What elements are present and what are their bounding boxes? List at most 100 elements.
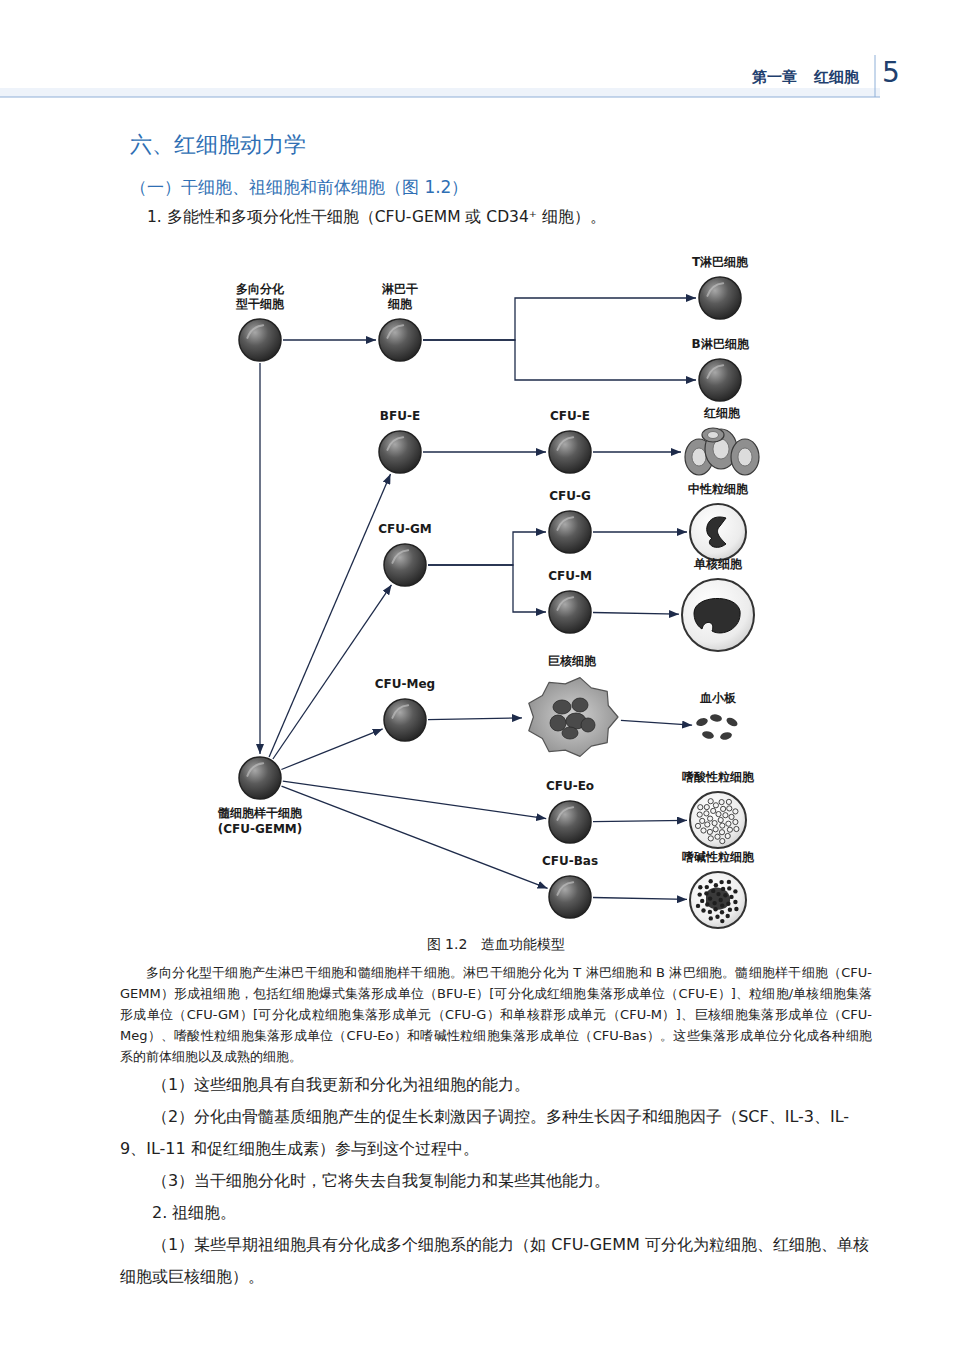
granule [720,903,724,907]
cell-label: 巨核细胞 [548,654,596,670]
granule [723,893,727,897]
cell-highlight [707,365,723,378]
granule [733,900,737,904]
megakaryocyte-lobe [581,718,595,732]
cell-illustration [698,358,742,402]
stem-cell-body [549,801,591,843]
cell-label: 多向分化型干细胞 [234,282,287,313]
monocyte-body [682,579,754,651]
cell-label: BFU-E [380,409,420,425]
cell-node: 红细胞 [683,427,761,477]
cell-label: 中性粒细胞 [688,482,748,498]
granule [698,805,703,810]
cell-node: 嗜酸性粒细胞 [689,791,747,849]
granule [715,834,720,839]
granule [733,819,738,824]
connector-arrow [593,531,687,532]
cell-highlight [387,325,403,338]
stem-cell-body [549,876,591,918]
cell-highlight [392,705,408,718]
figure-caption: 图 1.2 造血功能模型 [120,936,872,954]
cell-illustration [689,871,747,929]
cell-illustration [681,578,755,652]
cell-highlight [557,597,573,610]
granule [701,828,706,833]
body-paragraph: （1）某些早期祖细胞具有分化成多个细胞系的能力（如 CFU-GEMM 可分化为粒… [120,1229,872,1293]
cell-label: T淋巴细胞 [692,255,748,271]
basophil-nucleus [706,888,730,910]
granule [719,830,724,835]
basophil-body [690,872,746,928]
platelet [719,731,732,741]
cell-node: 血小板 [694,712,742,742]
granule [698,892,702,896]
header-rule [0,96,880,97]
cell-illustration [548,590,592,634]
body-paragraph: （3）当干细胞分化时，它将失去自我复制能力和某些其他能力。 [120,1165,872,1197]
granule [726,821,731,826]
red-cell-center [692,448,706,466]
megakaryocyte-body [529,678,618,757]
cell-highlight [387,437,403,450]
section-heading: 六、红细胞动力学 [130,130,306,160]
cell-highlight [247,325,263,338]
connector-arrow [423,340,696,380]
granule [701,908,705,912]
megakaryocyte-lobe [562,727,578,739]
cell-illustration [524,675,620,759]
granule [711,808,716,813]
megakaryocyte-lobe [550,715,566,731]
granule [705,822,710,827]
cell-illustration [683,427,761,477]
chapter-name: 红细胞 [814,68,859,87]
granule [715,915,719,919]
stem-cell-body [379,431,421,473]
granule [733,889,737,893]
granule [729,814,734,819]
cell-highlight [557,517,573,530]
connector-arrow [593,451,681,452]
cell-label: CFU-GM [378,522,432,538]
granule [696,904,700,908]
cell-label: 红细胞 [704,406,740,422]
stem-cell-body [384,544,426,586]
cell-label: CFU-M [548,569,592,585]
granule [721,806,726,811]
granule [725,833,730,838]
granule [716,892,720,896]
cell-node: 多向分化型干细胞 [238,318,282,362]
stem-cell-body [549,591,591,633]
connector-arrow [428,718,522,720]
cell-node: CFU-G [548,510,592,554]
granule [697,812,702,817]
granule [734,826,739,831]
cell-label: CFU-Bas [542,854,598,870]
cell-illustration [238,318,282,362]
granule [719,800,724,805]
granule [704,811,709,816]
page-number: 5 [882,56,900,89]
granule [713,907,717,911]
connector-arrow [593,820,687,821]
granule [733,809,738,814]
granule [708,836,713,841]
connector-arrow [423,298,696,340]
granule [728,908,732,912]
platelet [701,730,714,740]
granule [713,803,718,808]
granule [711,889,715,893]
header-band [0,88,880,97]
granule [700,818,705,823]
chapter-label: 第一章 [752,68,797,87]
cell-node: CFU-Eo [548,800,592,844]
cell-illustration [383,698,427,742]
cell-node: CFU-E [548,430,592,474]
granule [700,899,704,903]
stem-cell-body [699,277,741,319]
header-tick [875,55,876,97]
neutrophil-body [690,504,746,560]
stem-cell-body [549,431,591,473]
granule [727,880,731,884]
granule [708,896,712,900]
